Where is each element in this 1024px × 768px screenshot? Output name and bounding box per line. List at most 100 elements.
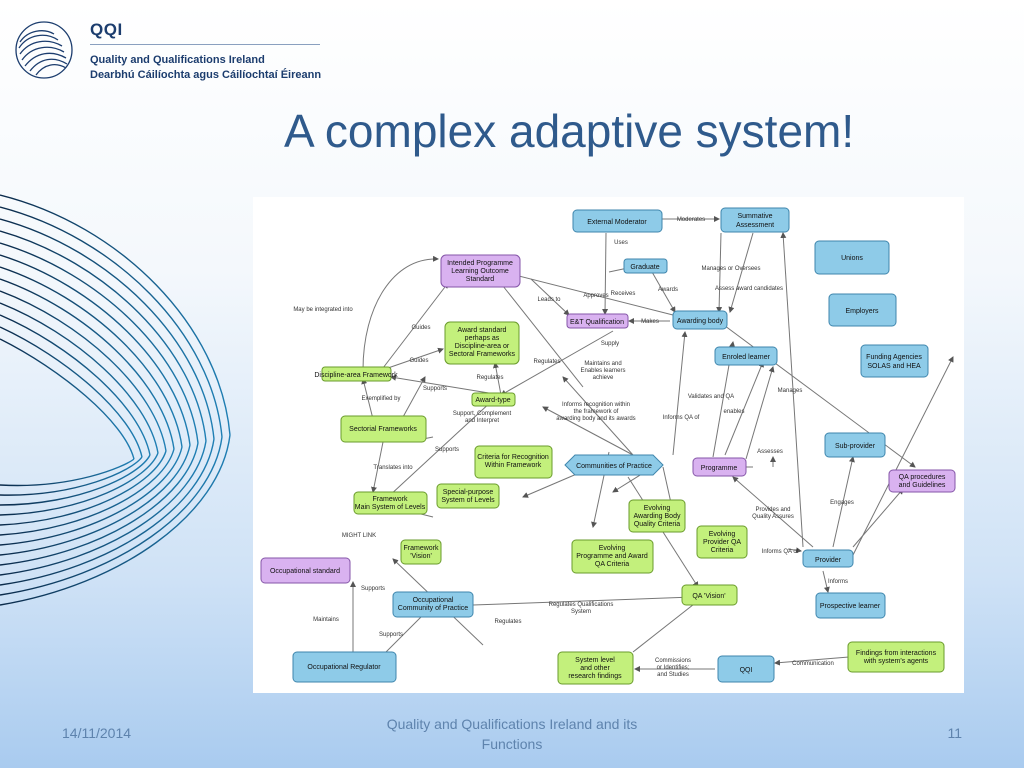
node-evolving-provider: Evolving Provider QA Criteria [696, 525, 748, 559]
node-awarding-body: Awarding body [672, 310, 728, 330]
node-label: System level [575, 657, 615, 664]
node-label: Criteria [711, 547, 734, 554]
node-provider: Provider [802, 549, 854, 568]
edge-label-translates-into: Translates into [373, 465, 413, 471]
node-label: Community of Practice [398, 605, 469, 612]
edge-label-exemplified-by: Exemplified by [361, 396, 400, 402]
node-label: Unions [841, 255, 863, 262]
edge-label-guides-1: Guides [411, 325, 430, 331]
node-label: Communities of Practice [576, 463, 652, 470]
node-label: Evolving [644, 505, 671, 512]
edge-label-regulates-qualifications-line-2: System [571, 609, 591, 615]
edge-label-informs-recognition-line-3: awarding body and its awards [556, 416, 635, 422]
edge-label-maintains-enables-line-3: achieve [593, 375, 614, 381]
node-label: QA procedures [899, 474, 946, 481]
node-label: Intended Programme [447, 260, 513, 267]
node-label: Special-purpose [443, 489, 494, 496]
node-label: Funding Agencies [866, 354, 922, 361]
edge-label-assess-award-candidates: Assess award candidates [715, 286, 783, 292]
node-label: Enroled learner [722, 354, 771, 361]
node-label: Framework [403, 545, 439, 552]
slide-title: A complex adaptive system! [284, 105, 855, 157]
node-criteria-recognition: Criteria for Recognition Within Framewor… [474, 445, 553, 479]
brand-divider [90, 44, 320, 45]
node-label: Sectoral Frameworks [449, 351, 516, 358]
node-findings: Findings from interactions with system's… [847, 641, 945, 673]
edge-label-informs: Informs [828, 579, 848, 585]
node-label: Evolving [709, 531, 736, 538]
edge-label-guides-2: Guides [409, 358, 428, 364]
node-employers: Employers [828, 293, 897, 327]
node-label: perhaps as [465, 335, 500, 342]
node-enroled-learner: Enroled learner [714, 346, 778, 366]
footer-center-text: Quality and Qualifications Ireland and i… [386, 716, 638, 752]
edge-label-maintains-enables-line-2: Enables learners [580, 368, 625, 374]
edge-label-uses: Uses [614, 240, 628, 246]
node-prospective-learner: Prospective learner [815, 592, 886, 619]
edge-label-might-link: MIGHT LINK [342, 533, 376, 539]
edge-label-awards: Awards [658, 287, 678, 293]
edge-label-validates-and-qa: Validates and QA [688, 394, 734, 400]
node-label: Main System of Levels [355, 504, 426, 511]
node-label: Summative [737, 213, 772, 220]
node-label: Standard [466, 276, 495, 283]
node-summative-assessment: Summative Assessment [720, 207, 790, 233]
slide-number: 11 [947, 725, 962, 741]
node-system-level: System level and other research findings [557, 651, 634, 685]
edge-label-supports-1: Supports [423, 386, 447, 392]
edge-label-regulates-2: Regulates [476, 375, 503, 381]
edge-label-enables: enables [723, 409, 744, 415]
node-programme: Programme [692, 457, 747, 477]
node-discipline-area-framework: Discipline-area Framework [314, 366, 398, 382]
edge-label-supports-2: Supports [435, 447, 459, 453]
edge-label-supply: Supply [601, 341, 619, 347]
node-occupational-standard: Occupational standard [260, 557, 351, 584]
node-external-moderator: External Moderator [572, 209, 663, 233]
brand-irish-name: Dearbhú Cáilíochta agus Cáilíochtaí Éire… [90, 69, 322, 81]
edge-label-commissions-line-3: and Studies [657, 672, 689, 678]
edge-labels: Moderates Uses Manages or Oversees Recei… [293, 217, 854, 678]
node-sub-provider: Sub-provider [824, 432, 886, 458]
node-label: QQI [740, 667, 753, 674]
brand-english-name: Quality and Qualifications Ireland [90, 54, 265, 66]
node-label: Findings from interactions [856, 650, 937, 657]
edge-label-regulates-3: Regulates [494, 619, 521, 625]
node-funding-agencies: Funding Agencies SOLAS and HEA [860, 344, 929, 378]
node-label: Graduate [630, 264, 659, 271]
node-label: Provider QA [703, 539, 741, 546]
node-et-qualification: E&T Qualification [566, 313, 629, 329]
node-award-type: Award-type [471, 392, 516, 407]
node-label: and Guidelines [899, 482, 946, 489]
node-occupational-regulator: Occupational Regulator [292, 651, 397, 683]
node-label: External Moderator [587, 219, 647, 226]
edge-label-provides-and-quality-line-1: Provides and [755, 507, 790, 513]
node-label: System of Levels [441, 497, 495, 504]
node-label: Criteria for Recognition [477, 454, 549, 461]
node-label: Programme [701, 465, 738, 472]
node-label: SOLAS and HEA [867, 363, 921, 370]
node-qa-procedures: QA procedures and Guidelines [888, 469, 956, 493]
edge-label-makes: Makes [641, 319, 659, 325]
node-sectorial-frameworks: Sectorial Frameworks [340, 415, 427, 443]
edge-label-leads-to: Leads to [537, 297, 561, 303]
node-label: and other [580, 665, 610, 672]
edge-label-maintains-enables-line-1: Maintains and [584, 361, 621, 367]
node-label: Occupational standard [270, 568, 340, 575]
edge-label-commissions-line-1: Commissions [655, 658, 691, 664]
edge-label-communication: Communication [792, 661, 834, 667]
node-label: Within Framework [485, 462, 542, 469]
edge-label-informs-qa-of-2: Informs QA of [762, 549, 799, 555]
node-award-standard: Award standard perhaps as Discipline-are… [444, 321, 520, 365]
node-label: Awarding Body [634, 513, 681, 520]
node-label: Framework [372, 496, 408, 503]
edge-label-manages: Manages [778, 388, 803, 394]
edge-label-regulates-1: Regulates [533, 359, 560, 365]
decorative-spiral-icon [0, 194, 231, 606]
node-evolving-awarding-body: Evolving Awarding Body Quality Criteria [628, 499, 686, 533]
node-label: Discipline-area Framework [314, 372, 398, 379]
node-label: QA Criteria [595, 561, 629, 568]
node-framework-vision: Framework 'Vision' [400, 539, 442, 565]
node-label: Discipline-area or [455, 343, 510, 350]
node-label: Employers [845, 308, 879, 315]
edge-label-provides-and-quality-line-2: Quality Assures [752, 514, 794, 520]
